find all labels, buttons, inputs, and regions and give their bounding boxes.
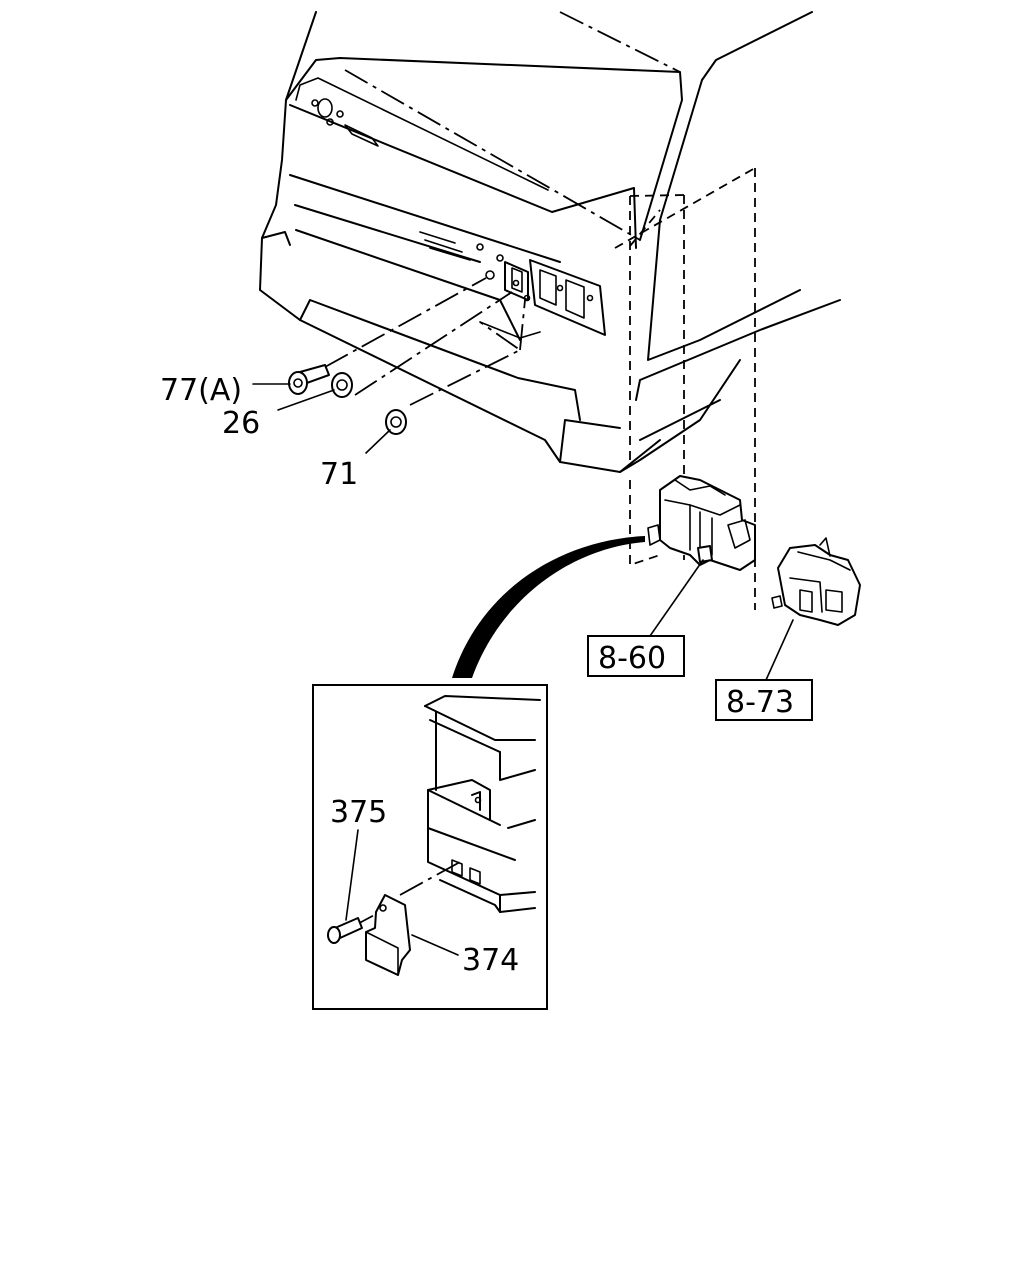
cab-side-panel [344,11,841,610]
detail-zoom-arrow [452,536,645,678]
bolt-77a [288,364,330,395]
reference-leaders [649,559,794,681]
nut-71 [385,409,407,435]
reference-8-73: 8-73 [726,685,794,720]
callout-71: 71 [320,457,358,492]
reference-box-8-73[interactable]: 8-73 [715,679,813,721]
detail-view [312,684,548,1010]
callout-77a: 77(A) [160,373,242,408]
fastener-leaders [324,277,526,406]
control-unit-8-60 [647,475,756,571]
reference-8-60: 8-60 [598,641,666,676]
callout-374: 374 [462,943,519,978]
nut-26 [331,372,353,398]
callout-leaders [252,383,391,454]
callout-26: 26 [222,406,260,441]
reference-box-8-60[interactable]: 8-60 [587,635,685,677]
callout-375: 375 [330,795,387,830]
cab-front-panel [259,11,683,473]
control-unit-8-73 [771,537,861,626]
